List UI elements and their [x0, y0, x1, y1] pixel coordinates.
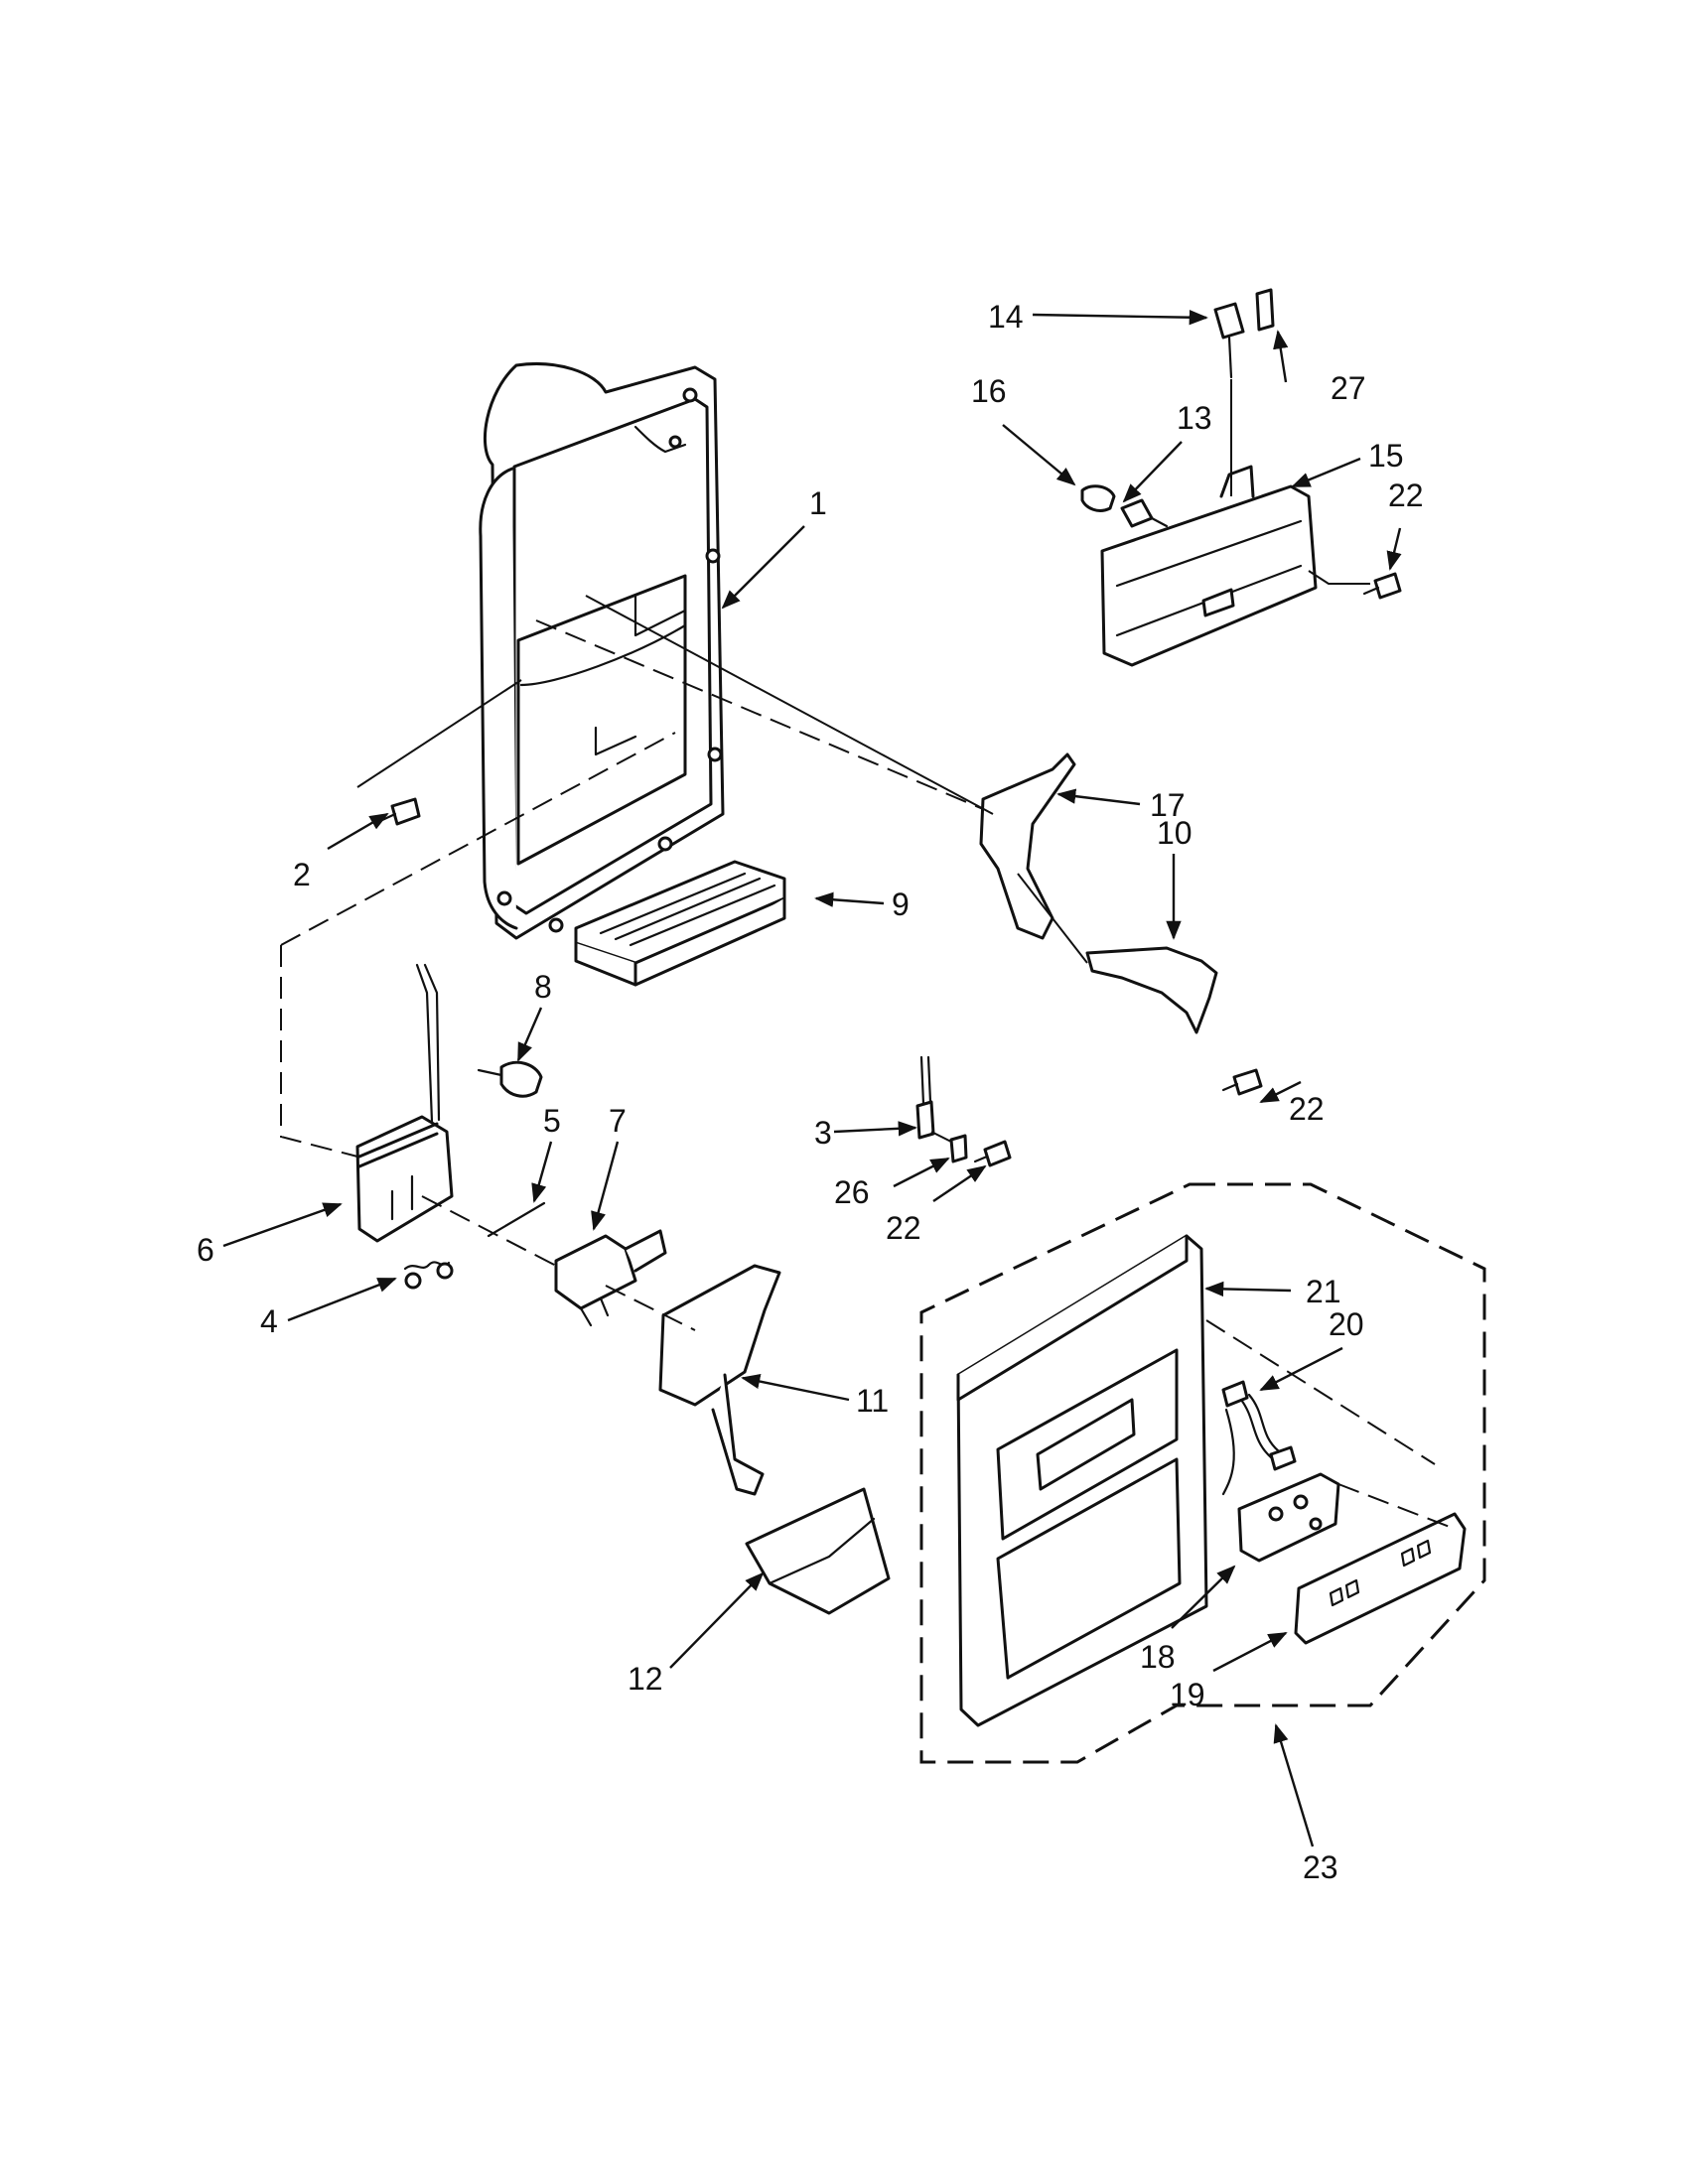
callout-26: 26 [834, 1174, 870, 1210]
control-board-18 [1237, 1472, 1340, 1563]
chute-lever-11 [658, 1264, 781, 1496]
callout-5: 5 [543, 1103, 561, 1139]
screw-22-low [973, 1140, 1012, 1167]
callout-22-low: 22 [886, 1210, 921, 1246]
drip-tray [574, 860, 786, 987]
cover-panel-21 [956, 1234, 1208, 1727]
callout-27: 27 [1331, 370, 1366, 406]
kit-boundary-23 [919, 1182, 1486, 1764]
callout-19: 19 [1170, 1677, 1205, 1712]
callout-22-mid: 22 [1289, 1091, 1325, 1127]
ref-line-6-to-7 [421, 1195, 557, 1267]
light-housing-15 [1100, 465, 1318, 667]
rod-5 [487, 1201, 546, 1238]
ref-line-housing-to-17 [535, 619, 984, 810]
lever-17 [979, 752, 1076, 940]
solenoid-7 [554, 1229, 667, 1327]
callout-10: 10 [1157, 815, 1193, 851]
ref-line-2b [356, 679, 522, 788]
dispenser-housing [479, 362, 725, 940]
callout-3: 3 [814, 1115, 832, 1151]
control-label-19 [1294, 1512, 1467, 1645]
ref-line-actuator [280, 945, 358, 1158]
light-bulb-8 [477, 1060, 543, 1098]
switch-14 [1213, 302, 1245, 379]
callout-1: 1 [809, 485, 827, 521]
callout-21: 21 [1306, 1274, 1341, 1309]
ref-line-3-26 [930, 1131, 952, 1143]
socket-13 [1120, 498, 1169, 528]
callout-13: 13 [1177, 400, 1212, 436]
funnel-12 [745, 1487, 891, 1615]
screw-2 [380, 797, 421, 826]
screw-22-mid [1221, 1068, 1263, 1096]
insulator-27 [1255, 288, 1275, 332]
wire-harness-20 [1221, 1380, 1297, 1496]
callout-22-top: 22 [1388, 478, 1424, 513]
callout-8: 8 [534, 969, 552, 1005]
callout-9: 9 [892, 887, 910, 922]
callout-23: 23 [1303, 1849, 1338, 1885]
callout-15: 15 [1368, 438, 1404, 474]
ref-line-18-to-19 [1337, 1483, 1456, 1530]
callout-2: 2 [293, 857, 311, 892]
ref-line-panel-to-18 [1205, 1319, 1436, 1465]
tab-26 [949, 1134, 968, 1163]
ref-line-17-to-10 [1017, 873, 1088, 964]
clip-3 [915, 1055, 935, 1140]
ref-line-15-screw [1308, 570, 1370, 585]
actuator-assembly [355, 963, 454, 1243]
lever-10 [1085, 946, 1218, 1034]
callout-6: 6 [197, 1232, 214, 1268]
spring-4 [403, 1261, 454, 1290]
ref-line-2 [280, 732, 676, 946]
callout-18: 18 [1140, 1639, 1176, 1675]
callout-11: 11 [856, 1383, 889, 1419]
callout-16: 16 [971, 373, 1007, 409]
callout-12: 12 [628, 1661, 663, 1697]
screw-22-top [1362, 572, 1402, 600]
callout-7: 7 [609, 1103, 627, 1139]
callout-17: 17 [1150, 787, 1186, 823]
callout-20: 20 [1329, 1306, 1364, 1342]
callout-14: 14 [988, 299, 1024, 335]
callout-4: 4 [260, 1303, 278, 1339]
ref-line-7-to-11 [605, 1285, 696, 1331]
bulb-16 [1080, 484, 1116, 512]
leaders [222, 310, 1402, 1847]
ref-line-housing-top [585, 595, 994, 815]
